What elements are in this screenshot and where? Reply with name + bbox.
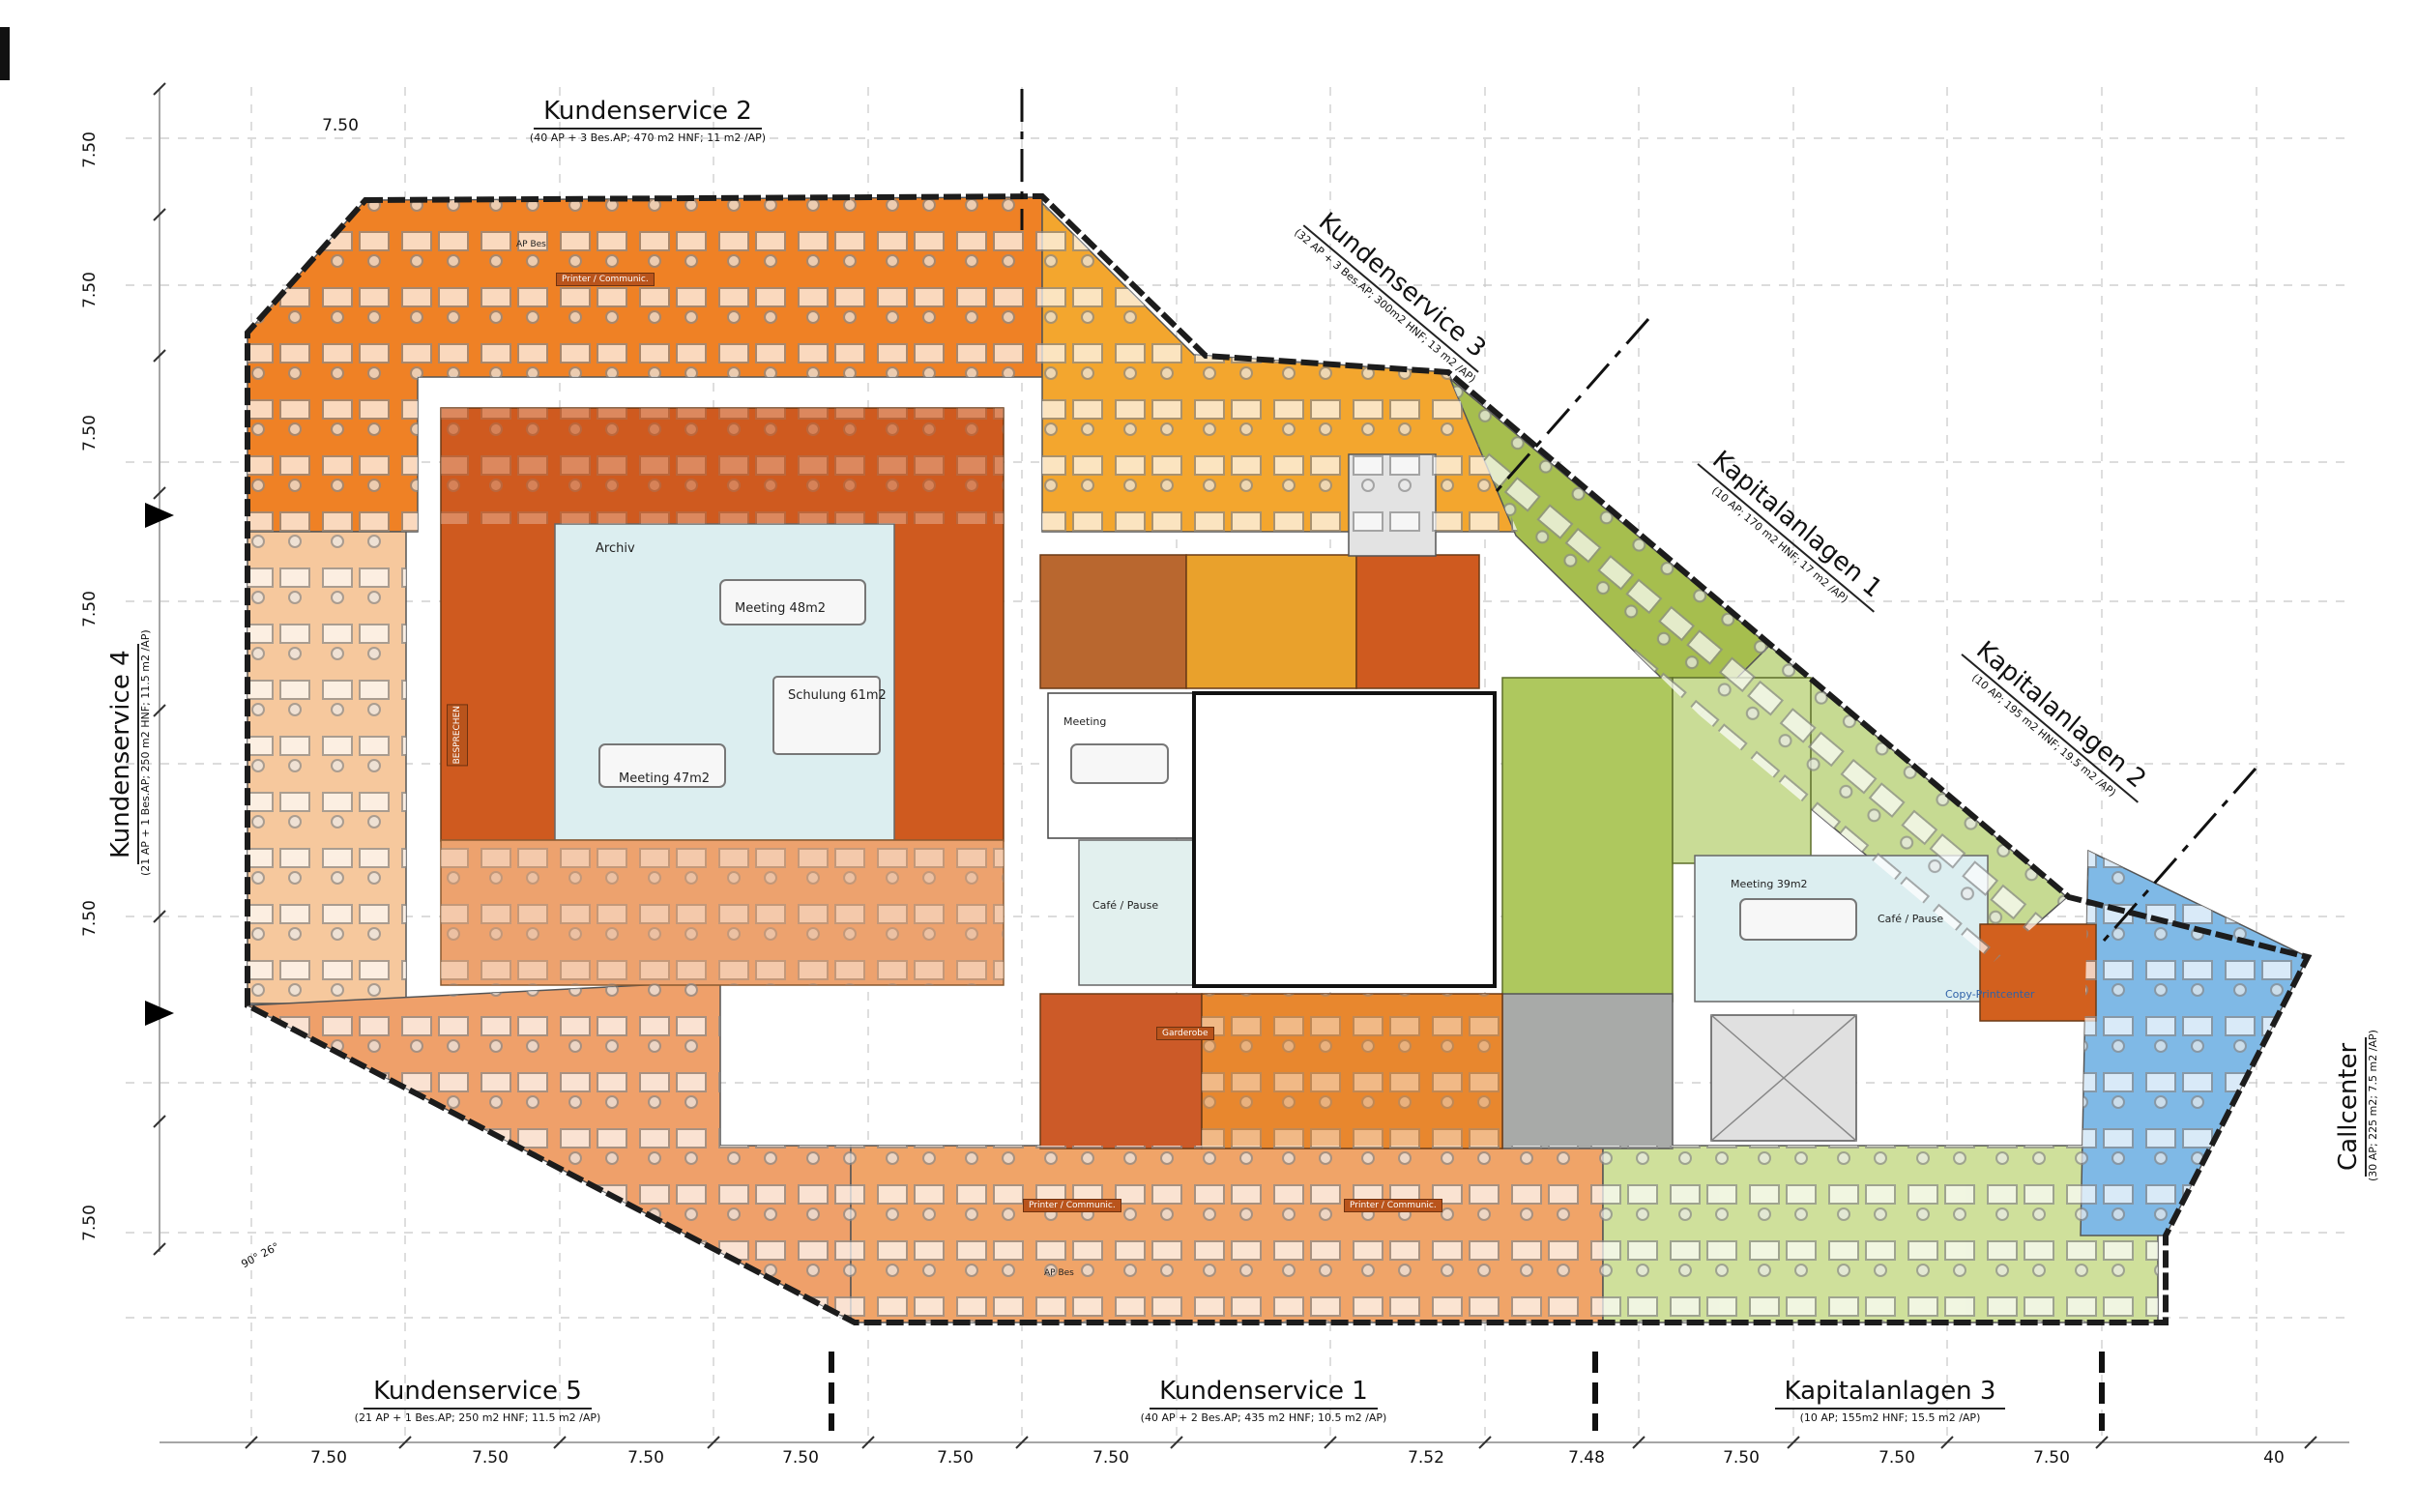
room-cafe-pause xyxy=(1078,839,1195,986)
dim-left-2: 7.50 xyxy=(79,272,100,308)
zone-label-kundenservice-2: Kundenservice 2 (40 AP + 3 Bes.AP; 470 m… xyxy=(464,97,831,144)
zone-sub: (10 AP; 155m2 HNF; 15.5 m2 /AP) xyxy=(1799,1411,1981,1424)
room-label-meeting: Meeting xyxy=(1063,715,1107,728)
zone-label-kapitalanlagen-3: Kapitalanlagen 3 (10 AP; 155m2 HNF; 15.5… xyxy=(1697,1377,2083,1424)
zone-title: Kundenservice 2 xyxy=(534,97,762,130)
meeting-tables xyxy=(598,579,1857,941)
room-gray xyxy=(1501,993,1674,1149)
room-label-ap-bes-1: AP Bes xyxy=(516,240,546,249)
dim-bottom-10: 7.50 xyxy=(1878,1448,1915,1468)
zone-sub: (40 AP + 3 Bes.AP; 470 m2 HNF; 11 m2 /AP… xyxy=(529,131,767,144)
desk-overlays xyxy=(248,197,2308,1323)
building-outline xyxy=(245,192,2313,1325)
room-label-printer-3: Printer / Communic. xyxy=(1344,1199,1442,1212)
dim-bottom-1: 7.50 xyxy=(310,1448,347,1468)
zone-title: Callcenter xyxy=(2332,1036,2367,1178)
room-label-cafe-pause-2: Café / Pause xyxy=(1878,913,1944,925)
room-label-meeting39: Meeting 39m2 xyxy=(1731,878,1808,890)
dim-bottom-9: 7.50 xyxy=(1723,1448,1760,1468)
dim-bottom-12: 40 xyxy=(2263,1448,2285,1468)
dim-bottom-5: 7.50 xyxy=(937,1448,974,1468)
zone-title: Kundenservice 4 xyxy=(104,644,139,864)
room-stair-brown xyxy=(1039,554,1187,689)
room-label-copy-center: Copy-Printcenter xyxy=(1945,988,2035,1001)
dim-left-4: 7.50 xyxy=(79,591,100,627)
dim-bottom-6: 7.50 xyxy=(1092,1448,1129,1468)
room-dark-right xyxy=(1355,554,1480,689)
room-label-garderobe: Garderobe xyxy=(1156,1027,1214,1040)
room-label-archiv: Archiv xyxy=(596,541,635,556)
zone-sub: (40 AP + 2 Bes.AP; 435 m2 HNF; 10.5 m2 /… xyxy=(1140,1411,1387,1424)
dim-bottom-11: 7.50 xyxy=(2033,1448,2070,1468)
room-label-schulung: Schulung 61m2 xyxy=(788,688,887,703)
scan-artifact xyxy=(0,27,10,80)
zone-sub: (21 AP + 1 Bes.AP; 250 m2 HNF; 11.5 m2 /… xyxy=(139,629,152,877)
section-lines xyxy=(829,89,2257,1431)
dim-bottom-8: 7.48 xyxy=(1568,1448,1605,1468)
zone-title: Kundenservice 5 xyxy=(364,1377,592,1410)
zone-sub: (21 AP + 1 Bes.AP; 250 m2 HNF; 11.5 m2 /… xyxy=(354,1411,601,1424)
zone-label-kundenservice-5: Kundenservice 5 (21 AP + 1 Bes.AP; 250 m… xyxy=(284,1377,671,1424)
dim-left-6: 7.50 xyxy=(79,1205,100,1241)
zone-label-kundenservice-1: Kundenservice 1 (40 AP + 2 Bes.AP; 435 m… xyxy=(1070,1377,1457,1424)
section-arrow-lower xyxy=(145,1001,174,1026)
room-label-cafe-pause: Café / Pause xyxy=(1092,899,1159,912)
room-amber xyxy=(1185,554,1357,689)
courtyard xyxy=(1192,691,1497,988)
zone-label-kundenservice-4: Kundenservice 4 (21 AP + 1 Bes.AP; 250 m… xyxy=(104,541,152,967)
dim-bottom-3: 7.50 xyxy=(627,1448,664,1468)
dim-left-5: 7.50 xyxy=(79,900,100,937)
room-label-besprechen: BESPRECHEN xyxy=(447,704,468,767)
zone-sub: (30 AP; 225 m2; 7.5 m2 /AP) xyxy=(2367,1030,2379,1182)
dim-top: 7.50 xyxy=(322,116,359,135)
room-label-meeting48: Meeting 48m2 xyxy=(735,601,827,616)
zone-title: Kapitalanlagen 3 xyxy=(1774,1377,2006,1410)
section-arrow-upper xyxy=(145,503,174,528)
dim-left-3: 7.50 xyxy=(79,415,100,451)
room-bottom-dark xyxy=(1039,993,1203,1149)
room-label-printer-1: Printer / Communic. xyxy=(556,273,655,286)
dimension-chains xyxy=(145,82,2349,1449)
room-label-printer-2: Printer / Communic. xyxy=(1023,1199,1121,1212)
dim-bottom-2: 7.50 xyxy=(472,1448,509,1468)
dim-left-1: 7.50 xyxy=(79,131,100,168)
room-label-meeting47: Meeting 47m2 xyxy=(619,771,711,786)
dim-bottom-7: 7.52 xyxy=(1408,1448,1444,1468)
zone-title: Kundenservice 1 xyxy=(1150,1377,1378,1410)
room-green-a xyxy=(1501,677,1674,1003)
room-label-ap-bes-2: AP Bes xyxy=(1044,1268,1074,1278)
zone-label-callcenter: Callcenter (30 AP; 225 m2; 7.5 m2 /AP) xyxy=(2332,952,2379,1262)
dim-bottom-4: 7.50 xyxy=(782,1448,819,1468)
